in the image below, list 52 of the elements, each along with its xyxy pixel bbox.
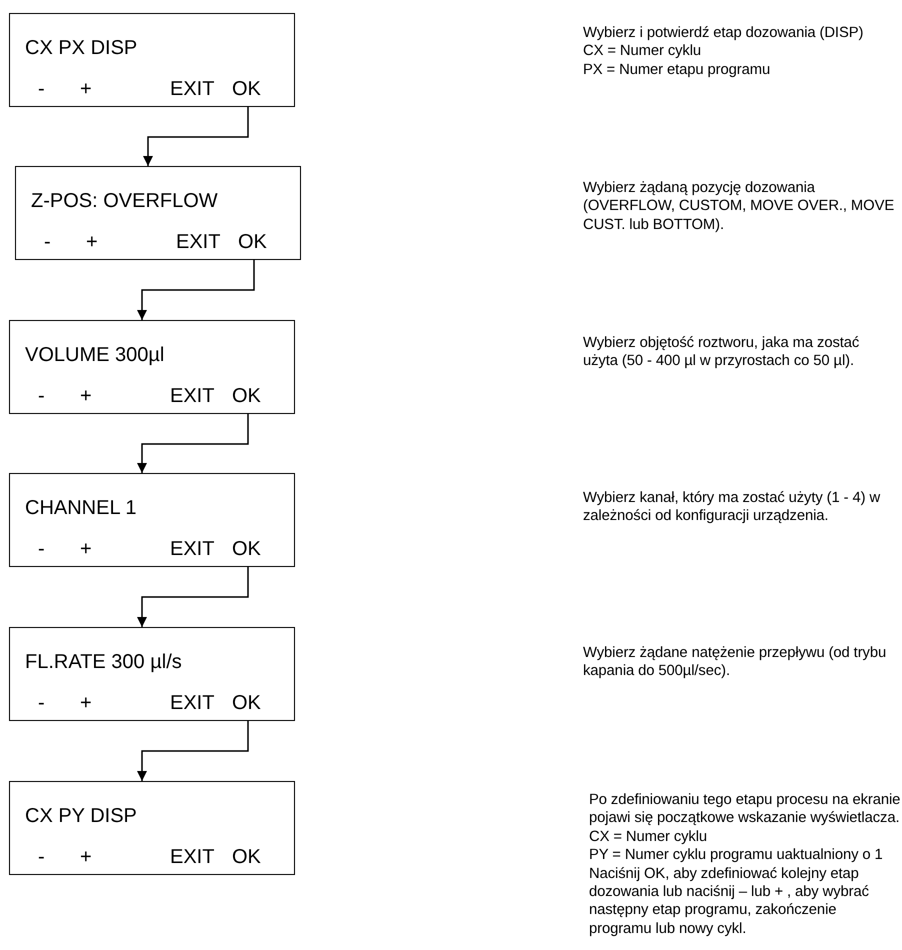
minus-key-label: - bbox=[38, 693, 45, 713]
description-text: Wybierz żądaną pozycję dozowania (OVERFLOW, CUSTOM, MOVE OVER., MOVE CUST. lub BOTTOM). bbox=[583, 179, 896, 234]
ok-key-label: OK bbox=[232, 847, 261, 867]
display-text: FL.RATE 300 µl/s bbox=[25, 652, 182, 672]
display-screen-box bbox=[9, 627, 295, 721]
description-text: CX = Numer cyklu bbox=[589, 828, 708, 846]
plus-key-label: + bbox=[86, 232, 98, 252]
description-text: Naciśnij OK, aby zdefiniować kolejny etap dozowania lub naciśnij – lub + , aby wybrać następny etap programu, zakończenie programu lub nowy cykl. bbox=[589, 864, 870, 938]
arrow bbox=[143, 107, 249, 166]
description-text: PX = Numer etapu programu bbox=[583, 60, 772, 80]
ok-key-label: OK bbox=[238, 232, 267, 252]
description-text: Wybierz i potwierdź etap dozowania (DISP) bbox=[583, 24, 864, 42]
ok-key-label: OK bbox=[232, 693, 261, 713]
ok-key-label: OK bbox=[232, 539, 261, 559]
plus-key-label: + bbox=[80, 79, 92, 99]
display-screen-box bbox=[9, 13, 295, 107]
arrow bbox=[137, 414, 249, 473]
minus-key-label: - bbox=[38, 386, 45, 406]
description-text: Po zdefiniowaniu tego etapu procesu na ekranie pojawi się początkowe wskazanie wyświetlacza. bbox=[589, 791, 902, 828]
minus-key-label: - bbox=[38, 847, 45, 867]
arrow bbox=[137, 260, 255, 320]
display-screen-box bbox=[9, 781, 295, 875]
plus-key-label: + bbox=[80, 386, 92, 406]
arrow bbox=[137, 567, 249, 627]
display-text: CX PX DISP bbox=[25, 38, 138, 58]
exit-key-label: EXIT bbox=[170, 847, 214, 867]
display-text: Z-POS: OVERFLOW bbox=[31, 191, 218, 211]
description-text: Wybierz kanał, który ma zostać użyty (1 - 4) w zależności od konfiguracji urządzenia. bbox=[583, 489, 882, 526]
minus-key-label: - bbox=[38, 539, 45, 559]
ok-key-label: OK bbox=[232, 79, 261, 99]
display-screen-box bbox=[9, 320, 295, 414]
exit-key-label: EXIT bbox=[170, 386, 214, 406]
plus-key-label: + bbox=[80, 539, 92, 559]
display-text: VOLUME 300µl bbox=[25, 345, 164, 365]
exit-key-label: EXIT bbox=[170, 79, 214, 99]
exit-key-label: EXIT bbox=[170, 539, 214, 559]
display-screen-box bbox=[15, 166, 301, 260]
description-text: CX = Numer cyklu bbox=[583, 42, 702, 61]
description-text: PY = Numer cyklu programu uaktualniony o 1 bbox=[589, 846, 884, 865]
exit-key-label: EXIT bbox=[176, 232, 220, 252]
minus-key-label: - bbox=[44, 232, 51, 252]
exit-key-label: EXIT bbox=[170, 693, 214, 713]
display-screen-box bbox=[9, 473, 295, 567]
plus-key-label: + bbox=[80, 693, 92, 713]
display-text: CHANNEL 1 bbox=[25, 498, 137, 518]
plus-key-label: + bbox=[80, 847, 92, 867]
minus-key-label: - bbox=[38, 79, 45, 99]
arrow bbox=[137, 721, 249, 781]
ok-key-label: OK bbox=[232, 386, 261, 406]
description-text: Wybierz objętość roztworu, jaka ma zostać użyta (50 - 400 µl w przyrostach co 50 µl). bbox=[583, 334, 860, 371]
description-text: Wybierz żądane natężenie przepływu (od trybu kapania do 500µl/sec). bbox=[583, 644, 888, 681]
display-text: CX PY DISP bbox=[25, 806, 137, 826]
